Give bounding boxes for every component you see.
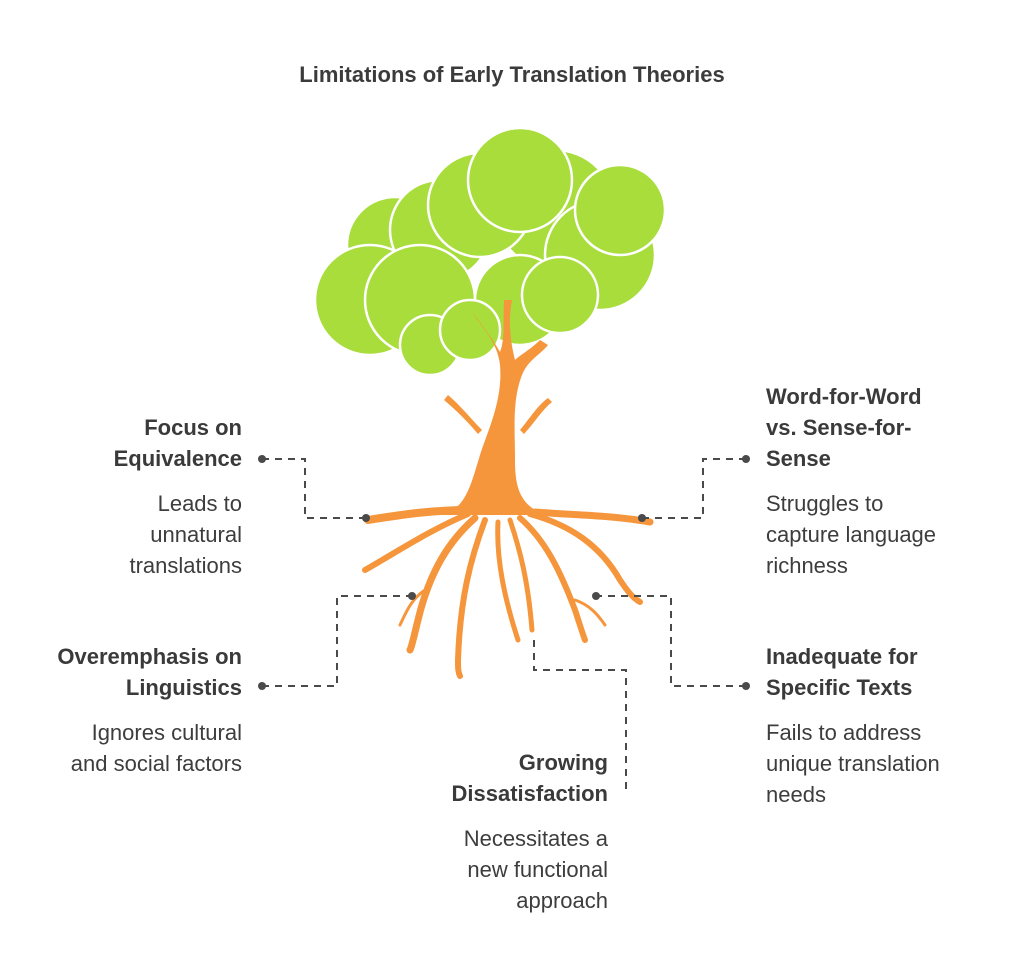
desc-line: unnatural xyxy=(150,522,242,547)
connector-word-for-word xyxy=(642,458,746,519)
desc-line: Struggles to xyxy=(766,491,884,516)
heading-line: Overemphasis on xyxy=(57,644,242,669)
item-heading: Inadequate for Specific Texts xyxy=(766,641,1006,703)
tree-trunk xyxy=(440,300,552,515)
item-heading: Growing Dissatisfaction xyxy=(348,747,609,809)
item-description: Ignores cultural and social factors xyxy=(2,717,242,779)
heading-line: Specific Texts xyxy=(766,675,913,700)
heading-line: Focus on xyxy=(144,415,242,440)
connector-dissatisfaction xyxy=(533,640,627,792)
desc-line: Leads to xyxy=(157,491,242,516)
tree-roots xyxy=(362,506,654,679)
heading-line: Inadequate for xyxy=(766,644,918,669)
desc-line: approach xyxy=(516,888,608,913)
connector-linguistics xyxy=(262,595,412,687)
item-description: Fails to address unique translation need… xyxy=(766,717,1006,810)
heading-line: Equivalence xyxy=(113,446,242,471)
desc-line: and social factors xyxy=(70,751,242,776)
item-word-for-word: Word-for-Word vs. Sense-for- Sense Strug… xyxy=(766,381,1006,581)
heading-line: Growing xyxy=(518,750,608,775)
connector-dots xyxy=(258,455,750,690)
desc-line: capture language xyxy=(766,522,937,547)
item-description: Necessitates a new functional approach xyxy=(348,823,608,916)
desc-line: Necessitates a xyxy=(463,826,608,851)
desc-line: richness xyxy=(766,553,848,578)
tree-foliage xyxy=(313,126,667,377)
desc-line: Ignores cultural xyxy=(91,720,242,745)
connector-equivalence xyxy=(262,458,366,519)
item-heading: Focus on Equivalence xyxy=(2,412,242,474)
diagram-title: Limitations of Early Translation Theorie… xyxy=(299,62,725,87)
desc-line: new functional xyxy=(467,857,608,882)
item-heading: Overemphasis on Linguistics xyxy=(2,641,242,703)
connector-lines xyxy=(262,458,746,792)
heading-line: Linguistics xyxy=(125,675,242,700)
heading-line: Dissatisfaction xyxy=(451,781,609,806)
item-growing-dissatisfaction: Growing Dissatisfaction Necessitates a n… xyxy=(348,747,609,916)
desc-line: unique translation xyxy=(766,751,940,776)
item-description: Struggles to capture language richness xyxy=(766,488,1006,581)
item-description: Leads to unnatural translations xyxy=(2,488,242,581)
connector-specific-texts xyxy=(596,595,746,687)
item-focus-on-equivalence: Focus on Equivalence Leads to unnatural … xyxy=(2,412,242,581)
desc-line: needs xyxy=(766,782,826,807)
desc-line: translations xyxy=(129,553,242,578)
item-overemphasis-on-linguistics: Overemphasis on Linguistics Ignores cult… xyxy=(2,641,242,779)
item-inadequate-for-specific-texts: Inadequate for Specific Texts Fails to a… xyxy=(766,641,1006,810)
item-heading: Word-for-Word vs. Sense-for- Sense xyxy=(766,381,1006,474)
heading-line: Sense xyxy=(766,446,831,471)
desc-line: Fails to address xyxy=(766,720,922,745)
heading-line: Word-for-Word xyxy=(766,384,922,409)
heading-line: vs. Sense-for- xyxy=(766,415,912,440)
